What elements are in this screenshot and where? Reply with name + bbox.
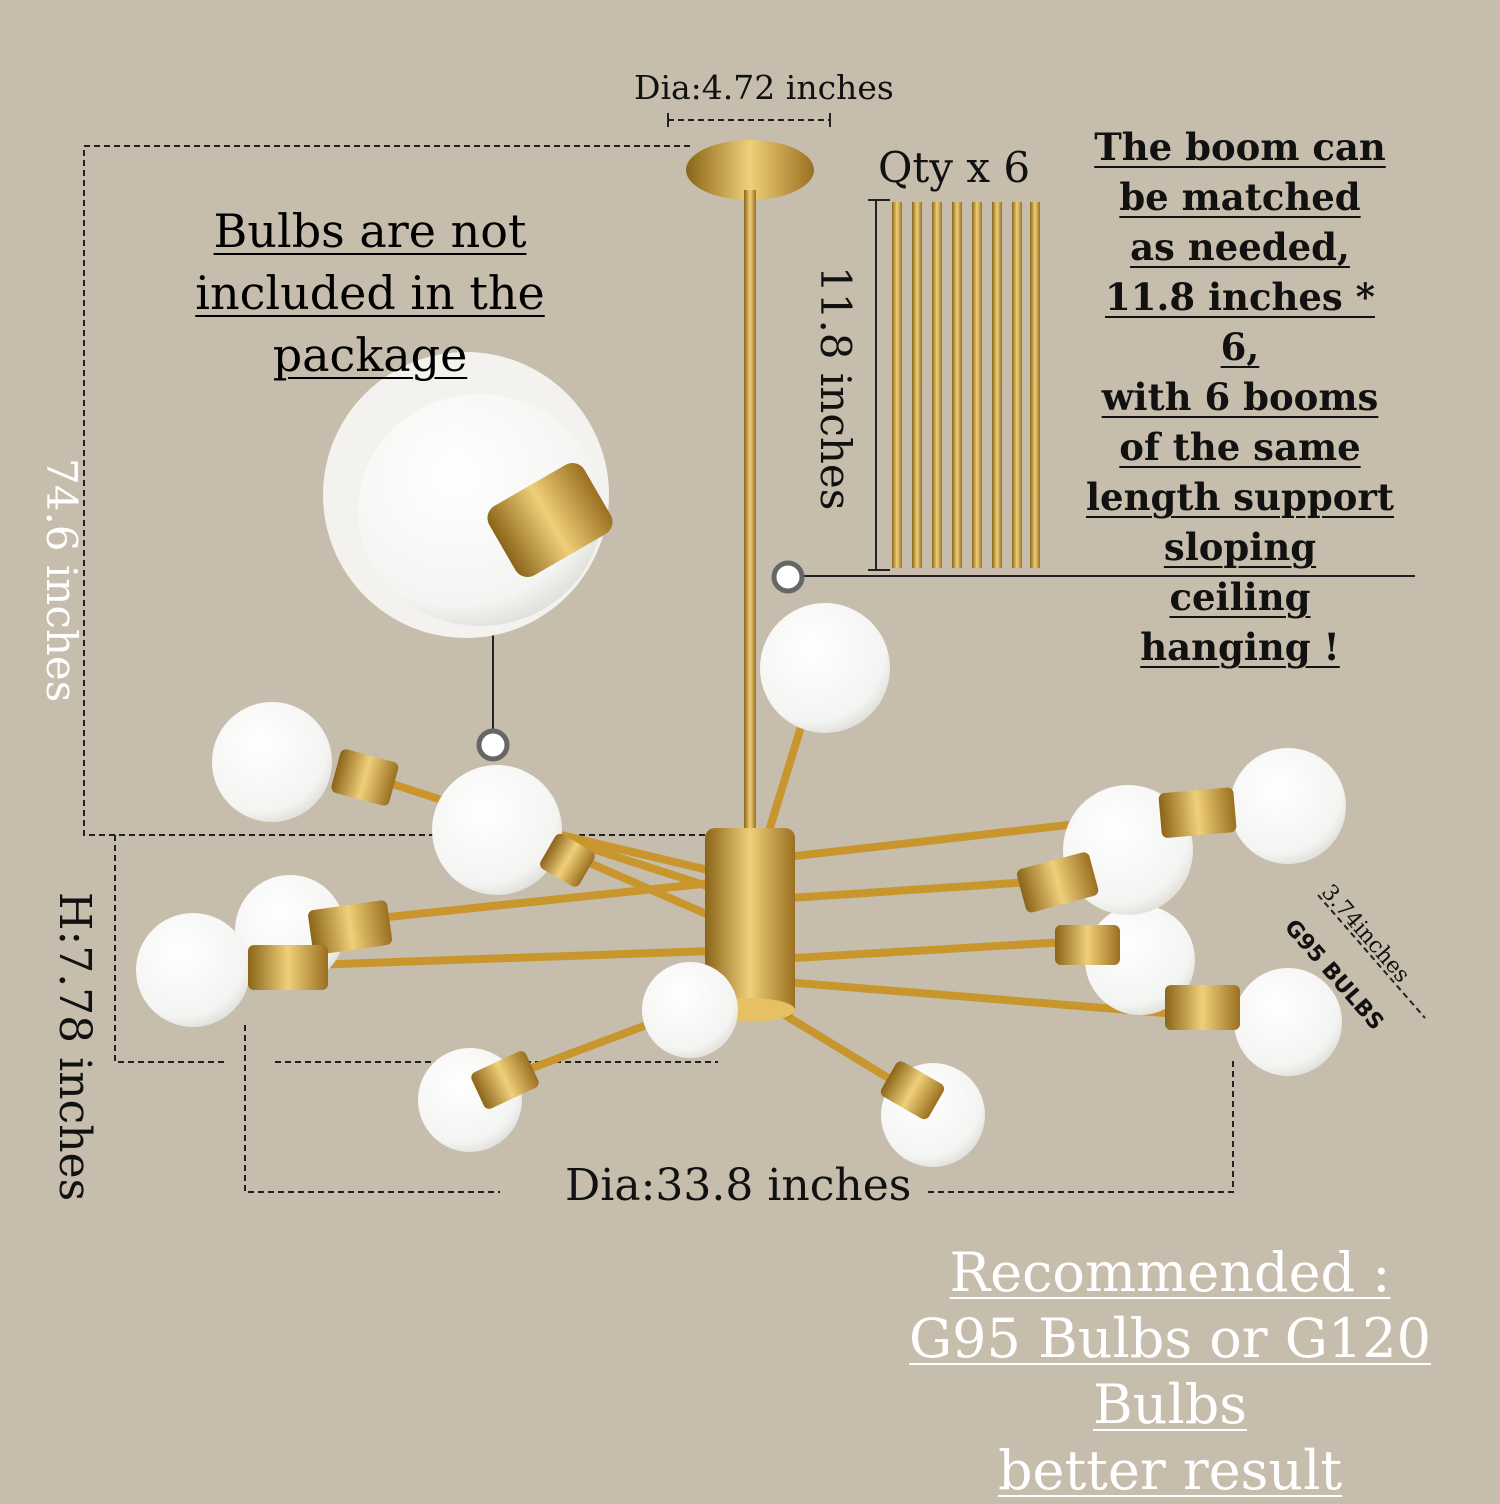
boom-rods	[892, 202, 1040, 568]
bulb-note-line: Bulbs are not	[213, 204, 527, 258]
recommendation-line: G95 Bulbs or G120 Bulbs	[909, 1307, 1431, 1436]
bulb-note-line: package	[272, 328, 468, 382]
boom-note-line: with 6 booms	[1101, 375, 1379, 419]
width-dimension-label: Dia:33.8 inches	[565, 1160, 912, 1211]
boom-note-line: sloping	[1163, 525, 1317, 569]
body-height-label: H:7.78 inches	[49, 892, 100, 1202]
canopy-diameter-label: Dia:4.72 inches	[634, 68, 894, 107]
boom-note-line: be matched	[1119, 175, 1361, 219]
boom-note-line: The boom can	[1094, 125, 1386, 169]
recommendation-line: better result	[997, 1439, 1343, 1502]
rod-length-label: 11.8 inches	[811, 266, 860, 511]
boom-note: The boom can be matched as needed, 11.8 …	[1080, 122, 1400, 672]
boom-note-line: ceiling hanging !	[1140, 575, 1340, 669]
boom-note-line: as needed,	[1130, 225, 1350, 269]
recommendation-line: Recommended :	[949, 1241, 1391, 1304]
bulb-sockets	[248, 749, 1240, 1120]
total-height-label: 74.6 inches	[37, 458, 86, 703]
rod-quantity-label: Qty x 6	[878, 143, 1031, 192]
boom-note-line: 11.8 inches * 6,	[1105, 275, 1375, 369]
boom-note-line: length support	[1086, 475, 1394, 519]
bulb-note-line: included in the	[195, 266, 545, 320]
recommendation-note: Recommended : G95 Bulbs or G120 Bulbs be…	[840, 1240, 1500, 1504]
bulb-note: Bulbs are not included in the package	[190, 200, 550, 386]
boom-note-line: of the same	[1119, 425, 1361, 469]
